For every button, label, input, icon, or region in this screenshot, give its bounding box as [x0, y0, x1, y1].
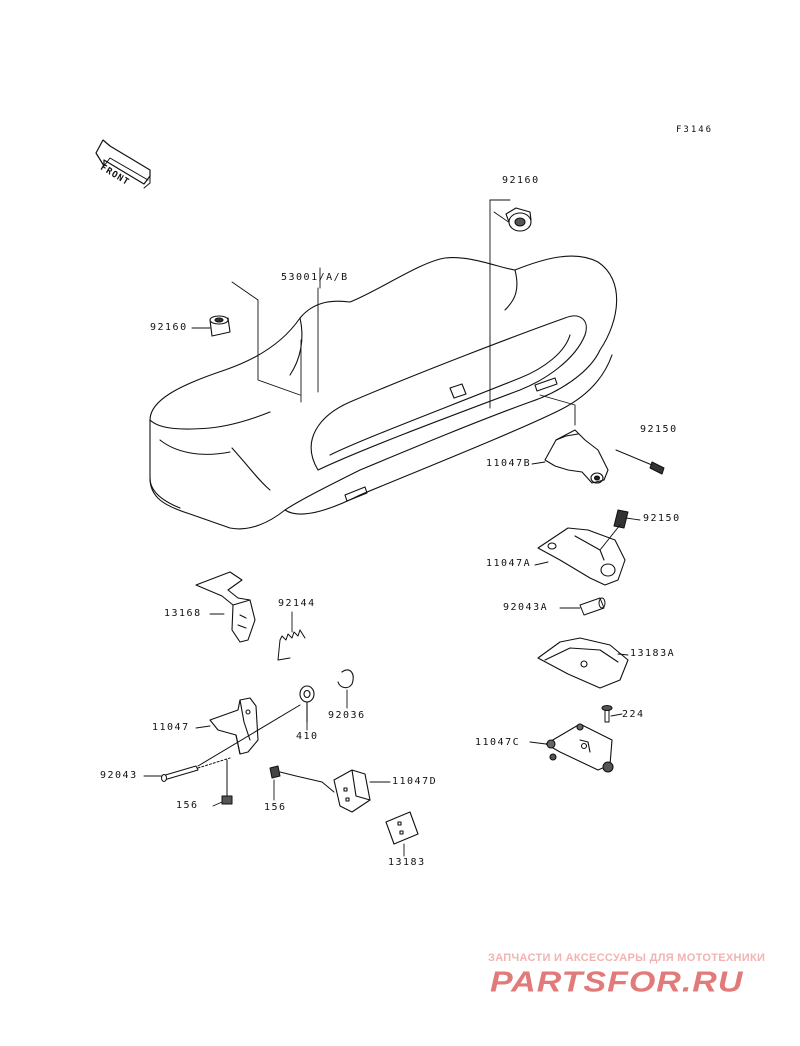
part-label-92150-b: 92150	[643, 513, 681, 524]
part-label-11047B: 11047B	[486, 458, 532, 469]
rubber-92160-top	[505, 207, 532, 232]
part-label-156-a: 156	[176, 800, 199, 811]
part-label-11047C: 11047C	[475, 737, 521, 748]
front-arrow-icon	[95, 139, 151, 189]
latch-13168	[195, 571, 256, 643]
part-label-13168: 13168	[164, 608, 202, 619]
plate-11047C	[545, 723, 614, 773]
part-label-92043A: 92043A	[503, 602, 549, 613]
part-label-92160-top: 92160	[502, 175, 540, 186]
bracket-11047B	[544, 429, 609, 484]
hinge-11047	[209, 697, 259, 755]
part-label-11047: 11047	[152, 722, 190, 733]
spring-92144	[277, 629, 306, 661]
clip-92036	[337, 669, 354, 689]
part-label-11047D: 11047D	[392, 776, 438, 787]
bolt-92150-b	[599, 509, 629, 551]
part-label-92036: 92036	[328, 710, 366, 721]
collar-92043A	[579, 597, 606, 616]
part-label-53001: 53001/A/B	[281, 272, 349, 283]
leader-lines	[231, 199, 576, 426]
rubber-92160-left	[209, 315, 231, 337]
watermark-tagline: ЗАПЧАСТИ И АКСЕССУАРЫ ДЛЯ МОТОТЕХНИКИ	[488, 952, 766, 964]
bracket-11047A	[537, 527, 626, 586]
pad-13183	[385, 811, 419, 845]
bolt-92150-a	[615, 449, 665, 475]
diagram-code: F3146	[676, 125, 714, 135]
part-label-224: 224	[622, 709, 645, 720]
part-label-410: 410	[296, 731, 319, 742]
pin-92043	[161, 704, 301, 782]
part-label-92043: 92043	[100, 770, 138, 781]
part-label-13183A: 13183A	[630, 648, 676, 659]
washer-410	[299, 685, 315, 723]
part-label-13183: 13183	[388, 857, 426, 868]
screw-224	[601, 705, 613, 723]
watermark-logo: PARTSFOR.RU	[490, 966, 744, 999]
part-label-92150-a: 92150	[640, 424, 678, 435]
label-leaders	[143, 327, 641, 857]
seat-assembly	[149, 255, 618, 530]
part-label-11047A: 11047A	[486, 558, 532, 569]
part-label-92160-left: 92160	[150, 322, 188, 333]
part-label-156-b: 156	[264, 802, 287, 813]
latch-11047D	[333, 769, 371, 813]
part-label-92144: 92144	[278, 598, 316, 609]
bolt-156-a	[221, 759, 233, 805]
bolt-156-b	[269, 765, 335, 793]
pad-13183A	[537, 637, 629, 689]
